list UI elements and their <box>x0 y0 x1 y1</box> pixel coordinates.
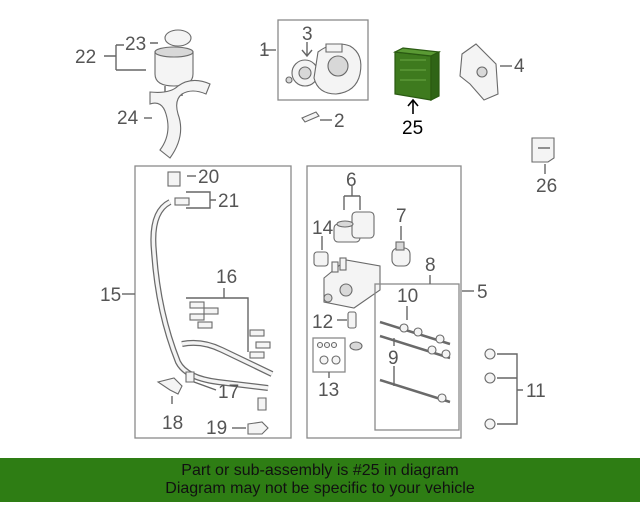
banner-line-2: Diagram may not be specific to your vehi… <box>165 480 475 497</box>
callout-8: 8 <box>425 255 436 276</box>
bolt-kit-box <box>374 283 460 431</box>
pump-box <box>277 19 369 101</box>
clamp-18 <box>156 377 183 395</box>
hose-24 <box>149 79 211 159</box>
callout-3: 3 <box>302 24 313 45</box>
part-26 <box>531 137 555 163</box>
callout-24: 24 <box>117 108 139 129</box>
solenoid-6 <box>333 211 375 243</box>
pump-assembly <box>285 43 362 95</box>
bracket-19 <box>247 421 269 435</box>
callout-15: 15 <box>100 285 121 306</box>
fittings-11 <box>484 348 496 430</box>
bolt-2 <box>301 111 320 123</box>
callout-6: 6 <box>346 170 357 191</box>
valve-17 <box>185 371 195 383</box>
leader-16 <box>186 288 249 352</box>
part-12 <box>347 311 357 329</box>
callout-4: 4 <box>514 56 525 77</box>
bracket-hole <box>476 66 488 78</box>
callout-7: 7 <box>396 206 407 227</box>
bolts-9-10 <box>379 320 451 404</box>
callout-23: 23 <box>125 34 146 55</box>
callout-1: 1 <box>259 40 270 61</box>
callout-16: 16 <box>216 267 237 288</box>
callout-10: 10 <box>397 286 418 307</box>
leader-25 <box>407 98 419 114</box>
callout-21: 21 <box>218 191 239 212</box>
reservoir-assembly <box>154 29 194 96</box>
callout-14: 14 <box>312 218 334 239</box>
leader-6 <box>343 186 361 210</box>
fitting-17b <box>257 397 267 411</box>
callout-2: 2 <box>334 111 345 132</box>
callout-13: 13 <box>318 380 339 401</box>
callout-20: 20 <box>198 167 219 188</box>
valve-body <box>323 257 381 309</box>
leader-11 <box>497 353 523 425</box>
banner-line-1: Part or sub-assembly is #25 in diagram <box>181 462 459 479</box>
hose-box <box>134 165 292 439</box>
leader-21 <box>186 191 216 209</box>
sensor-7 <box>391 241 411 267</box>
callout-26: 26 <box>536 176 557 197</box>
callout-9: 9 <box>388 348 399 369</box>
valve-box <box>306 165 462 439</box>
callout-25: 25 <box>402 118 423 139</box>
part-25-highlighted <box>392 47 442 101</box>
callout-22: 22 <box>75 47 96 68</box>
leader-3 <box>301 42 313 58</box>
callout-18: 18 <box>162 413 183 434</box>
leader-22-23 <box>104 42 158 71</box>
callout-12: 12 <box>312 312 333 333</box>
info-banner: Part or sub-assembly is #25 in diagram D… <box>0 458 640 502</box>
leader-17 <box>193 381 217 391</box>
callout-11: 11 <box>526 381 546 402</box>
callout-19: 19 <box>206 418 227 439</box>
callout-5: 5 <box>477 282 488 303</box>
callout-17: 17 <box>218 382 239 403</box>
seals-13 <box>316 341 363 365</box>
fittings-16 <box>189 301 271 359</box>
part-14 <box>313 251 329 267</box>
